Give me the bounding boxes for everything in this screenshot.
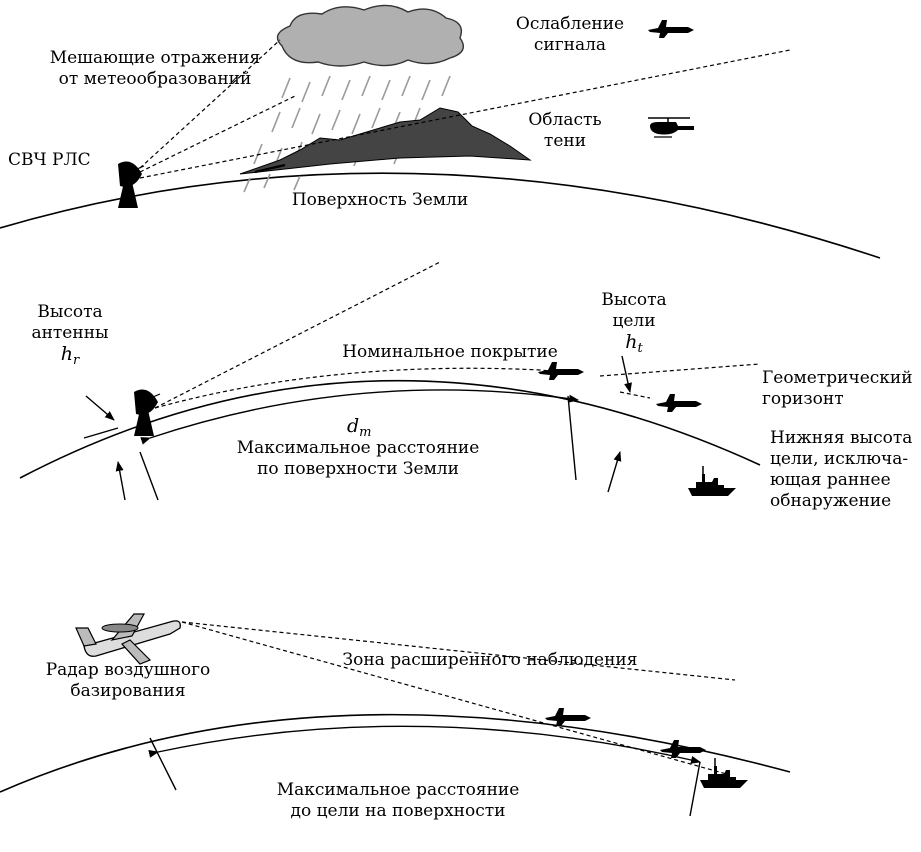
nominal-coverage-label: Номинальное покрытие [342,342,558,362]
ship-icon [687,465,737,497]
target-height-line1: Высота [601,290,667,310]
cloud-icon [276,4,464,67]
fighter-jet-icon-3 [656,394,702,412]
antenna-height-symbol: hr [60,343,80,369]
earth-surface-arc-3 [0,713,791,793]
target-height-line2: цели [612,311,656,331]
mountain-icon [239,107,532,175]
low-target-line1: Нижняя высота [770,428,913,448]
radar-dish-icon [117,160,145,209]
airborne-radar-line1: Радар воздушного [45,660,211,680]
airborne-radar-line2: базирования [70,681,186,701]
max-target-line2: до цели на поверхности [290,801,506,821]
radar-label: СВЧ РЛС [8,150,91,170]
horizon-line1: Геометрический [762,368,913,388]
max-distance-label: Максимальное расстояние по поверхности З… [218,438,498,480]
shadow-label-line2: тени [543,131,587,151]
distance-symbol: dm [347,415,372,441]
clutter-label: Мешающие отражения от метеообразований [30,48,280,90]
horizon-label: Геометрический горизонт [762,368,913,410]
target-height-label: Высота цели ht [594,290,674,359]
surface-label: Поверхность Земли [291,190,469,210]
panel-weather-terrain [0,4,881,259]
low-target-line4: обнаружение [770,491,892,511]
max-distance-line2: по поверхности Земли [257,459,459,479]
extended-zone-label: Зона расширенного наблюдения [342,650,638,670]
antenna-height-label: Высота антенны hr [20,302,120,371]
panel-airborne-radar [0,613,791,817]
attenuation-label: Ослабление сигнала [505,14,635,56]
radar-dish-icon-2 [133,388,161,437]
airborne-radar-plane-icon [75,613,181,665]
shadow-label-line1: Область [528,110,602,130]
fighter-jet-icon-4 [545,708,591,726]
clutter-label-line2: от метеообразований [58,69,252,89]
low-target-label: Нижняя высота цели, исключа- ющая раннее… [770,428,912,512]
max-target-line1: Максимальное расстояние [276,780,520,800]
attenuation-label-line1: Ослабление [515,14,625,34]
horizon-line2: горизонт [762,389,844,409]
earth-surface-arc-2 [19,379,761,479]
low-target-line2: цели, исключа- [770,449,909,469]
attenuation-label-line2: сигнала [533,35,607,55]
target-height-symbol: ht [625,331,643,357]
antenna-height-line2: антенны [31,323,109,343]
max-distance-line1: Максимальное расстояние [236,438,480,458]
airborne-radar-label: Радар воздушного базирования [28,660,228,702]
max-target-distance-label: Максимальное расстояние до цели на повер… [258,780,538,822]
clutter-label-line1: Мешающие отражения [49,48,261,68]
antenna-height-line1: Высота [37,302,103,322]
low-target-line3: ющая раннее [770,470,891,490]
helicopter-icon [648,117,694,138]
panel-ground-radar [19,261,761,501]
fighter-jet-icon-2 [538,362,584,380]
fighter-jet-icon [648,20,694,38]
shadow-label: Область тени [520,110,610,152]
